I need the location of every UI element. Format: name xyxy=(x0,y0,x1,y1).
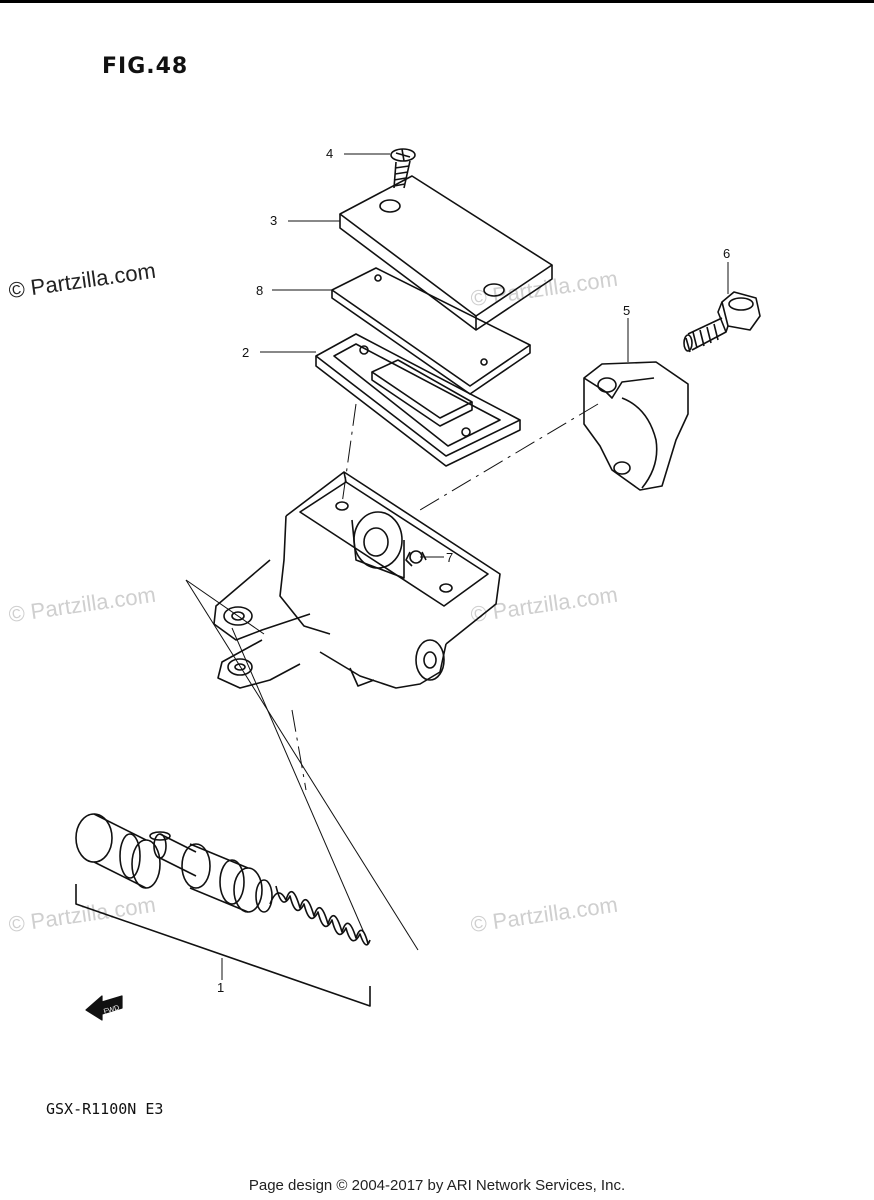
callout-8: 8 xyxy=(256,283,263,298)
fwd-arrow-label: FWD xyxy=(103,1005,120,1016)
callout-5: 5 xyxy=(623,303,630,318)
part-8-plate xyxy=(331,267,531,395)
part-3-reservoir-cap xyxy=(339,175,553,331)
fwd-arrow-icon xyxy=(85,995,123,1021)
top-border xyxy=(0,0,874,3)
callout-4: 4 xyxy=(326,146,333,161)
callout-1: 1 xyxy=(217,980,224,995)
figure-title: FIG.48 xyxy=(102,54,189,79)
part-4-screw xyxy=(390,148,416,189)
part-6-bolt xyxy=(683,291,761,353)
part-5-clamp xyxy=(583,361,689,491)
page-footer: Page design © 2004-2017 by ARI Network S… xyxy=(248,1177,626,1194)
callout-3: 3 xyxy=(270,213,277,228)
callout-7: 7 xyxy=(446,550,453,565)
callout-6: 6 xyxy=(723,246,730,261)
leader-lines xyxy=(221,153,729,980)
part-2-diaphragm xyxy=(315,333,521,467)
model-code: GSX-R1100N E3 xyxy=(46,1100,164,1118)
part-1-piston-assembly xyxy=(75,813,371,946)
callout-2: 2 xyxy=(242,345,249,360)
centre-lines xyxy=(291,403,599,791)
part-7-fitting xyxy=(405,550,427,567)
master-cylinder-body xyxy=(213,471,501,689)
part-1-bracket xyxy=(75,884,371,1007)
assembly-leader xyxy=(185,579,419,951)
